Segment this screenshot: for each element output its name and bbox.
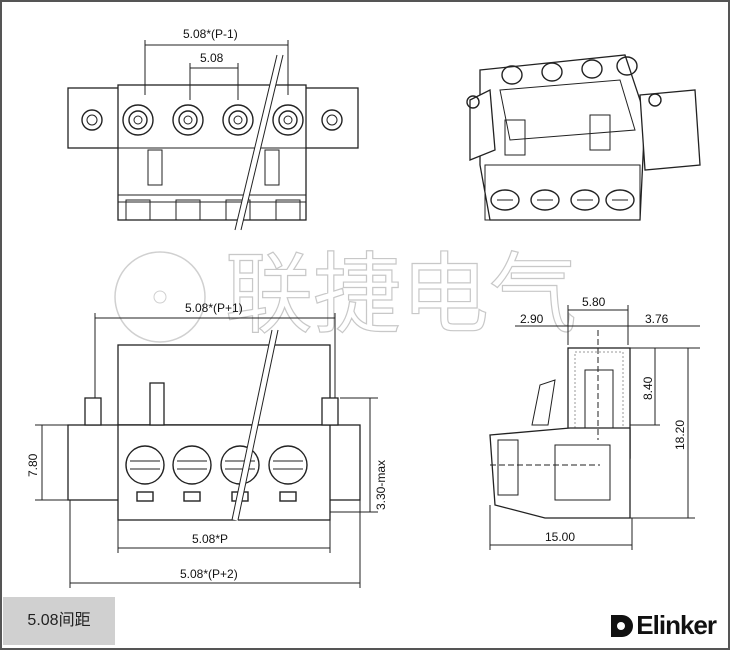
brand-name: Elinker bbox=[636, 610, 717, 640]
terminal-screw-top bbox=[122, 104, 154, 221]
dim-side-mid: 5.80 bbox=[582, 295, 606, 309]
dim-side-right: 3.76 bbox=[645, 312, 669, 326]
brand-logo: Elinker bbox=[611, 610, 717, 641]
top-view bbox=[67, 54, 359, 231]
side-view bbox=[489, 330, 631, 519]
watermark: 联捷电气 bbox=[114, 242, 578, 347]
dim-side-left: 2.90 bbox=[520, 312, 544, 326]
terminal-screw-iso bbox=[490, 65, 523, 211]
dim-side-total-height: 18.20 bbox=[673, 420, 687, 450]
terminal-screw-top bbox=[272, 104, 304, 221]
dim-flange-height: 7.80 bbox=[26, 453, 40, 477]
terminal-screw-iso bbox=[570, 59, 603, 211]
dim-max-height: 3.30-max bbox=[374, 460, 388, 510]
terminal-screw-iso bbox=[605, 56, 638, 211]
dim-side-depth: 15.00 bbox=[545, 530, 575, 544]
logo-icon bbox=[611, 614, 634, 637]
iso-view bbox=[466, 54, 701, 221]
dim-front-span-top: 5.08*(P+1) bbox=[185, 301, 243, 315]
dim-top-pitch-span: 5.08*(P-1) bbox=[183, 27, 238, 41]
front-view bbox=[67, 329, 361, 521]
watermark-text: 联捷电气 bbox=[225, 243, 577, 346]
dim-top-pitch: 5.08 bbox=[200, 51, 224, 65]
terminal-screw-front bbox=[125, 445, 165, 502]
terminal-screw-front bbox=[172, 445, 212, 502]
pitch-label: 5.08间距 bbox=[3, 597, 115, 645]
dim-side-upper-height: 8.40 bbox=[641, 376, 655, 400]
dim-overall-width: 5.08*(P+2) bbox=[180, 567, 238, 581]
terminal-screw-front bbox=[268, 445, 308, 502]
terminal-screw-top bbox=[172, 104, 204, 221]
terminal-screw-iso bbox=[530, 62, 563, 211]
dim-front-pitch-span: 5.08*P bbox=[192, 532, 228, 546]
dimension-lines bbox=[35, 40, 700, 588]
